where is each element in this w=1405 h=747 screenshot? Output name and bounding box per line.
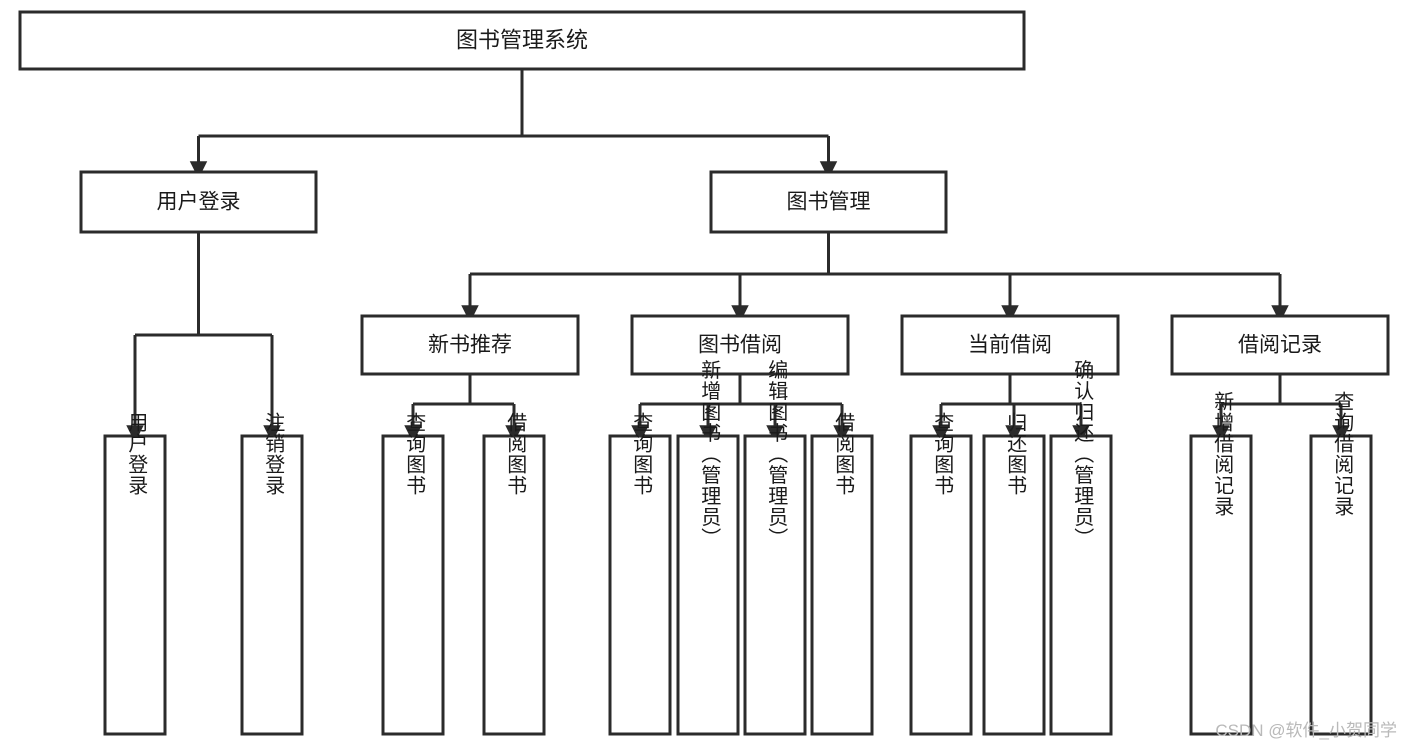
node-label: 借阅图书: [504, 412, 527, 496]
node-leaf-4[interactable]: 查询图书: [608, 412, 672, 736]
node-leaf-6[interactable]: 编辑图书（管理员）: [743, 359, 807, 736]
node-level2-0[interactable]: 用户登录: [79, 170, 318, 234]
node-leaf-0[interactable]: 用户登录: [103, 412, 167, 736]
node-label: 查询图书: [403, 412, 426, 496]
node-box: [630, 314, 850, 376]
node-box: [709, 170, 948, 234]
node-leaf-12[interactable]: 查询借阅记录: [1309, 391, 1373, 736]
node-label: 查询图书: [630, 412, 653, 496]
node-box: [1309, 434, 1373, 736]
node-leaf-10[interactable]: 确认归还（管理员）: [1049, 359, 1113, 736]
node-label: 借阅记录: [1238, 334, 1322, 357]
node-label: 新书推荐: [428, 334, 512, 357]
node-label: 注销登录: [262, 412, 285, 496]
node-box: [1049, 434, 1113, 736]
node-label: 确认归还（管理员）: [1071, 359, 1094, 548]
node-level3-3[interactable]: 借阅记录: [1170, 314, 1390, 376]
node-box: [18, 10, 1026, 71]
node-box: [676, 434, 740, 736]
node-box: [1189, 434, 1253, 736]
node-box: [810, 434, 874, 736]
node-label: 查询借阅记录: [1331, 391, 1354, 517]
node-box: [482, 434, 546, 736]
node-leaf-9[interactable]: 归还图书: [982, 412, 1046, 736]
node-label: 新增借阅记录: [1211, 391, 1234, 517]
node-box: [381, 434, 445, 736]
node-level2-1[interactable]: 图书管理: [709, 170, 948, 234]
node-box: [360, 314, 580, 376]
node-label: 编辑图书（管理员）: [765, 359, 788, 548]
node-box: [900, 314, 1120, 376]
node-label: 图书管理: [787, 191, 871, 214]
node-label: 用户登录: [125, 412, 148, 496]
node-box: [240, 434, 304, 736]
node-label: 归还图书: [1004, 412, 1027, 496]
node-label: 图书管理系统: [456, 27, 588, 52]
node-box: [743, 434, 807, 736]
node-box: [79, 170, 318, 234]
node-group: 图书管理系统用户登录图书管理新书推荐图书借阅当前借阅借阅记录用户登录注销登录查询…: [18, 10, 1390, 736]
node-leaf-5[interactable]: 新增图书（管理员）: [676, 359, 740, 736]
node-box: [1170, 314, 1390, 376]
node-label: 查询图书: [931, 412, 954, 496]
node-level3-0[interactable]: 新书推荐: [360, 314, 580, 376]
node-root[interactable]: 图书管理系统: [18, 10, 1026, 71]
connector-lines: [126, 69, 1350, 443]
node-level3-2[interactable]: 当前借阅: [900, 314, 1120, 376]
node-level3-1[interactable]: 图书借阅: [630, 314, 850, 376]
node-label: 新增图书（管理员）: [698, 359, 721, 548]
node-leaf-11[interactable]: 新增借阅记录: [1189, 391, 1253, 736]
node-label: 借阅图书: [832, 412, 855, 496]
node-box: [608, 434, 672, 736]
node-box: [982, 434, 1046, 736]
node-leaf-3[interactable]: 借阅图书: [482, 412, 546, 736]
node-box: [909, 434, 973, 736]
node-leaf-2[interactable]: 查询图书: [381, 412, 445, 736]
node-leaf-1[interactable]: 注销登录: [240, 412, 304, 736]
node-label: 用户登录: [157, 191, 241, 214]
node-leaf-7[interactable]: 借阅图书: [810, 412, 874, 736]
node-leaf-8[interactable]: 查询图书: [909, 412, 973, 736]
node-label: 当前借阅: [968, 334, 1052, 357]
node-box: [103, 434, 167, 736]
node-label: 图书借阅: [698, 334, 782, 357]
